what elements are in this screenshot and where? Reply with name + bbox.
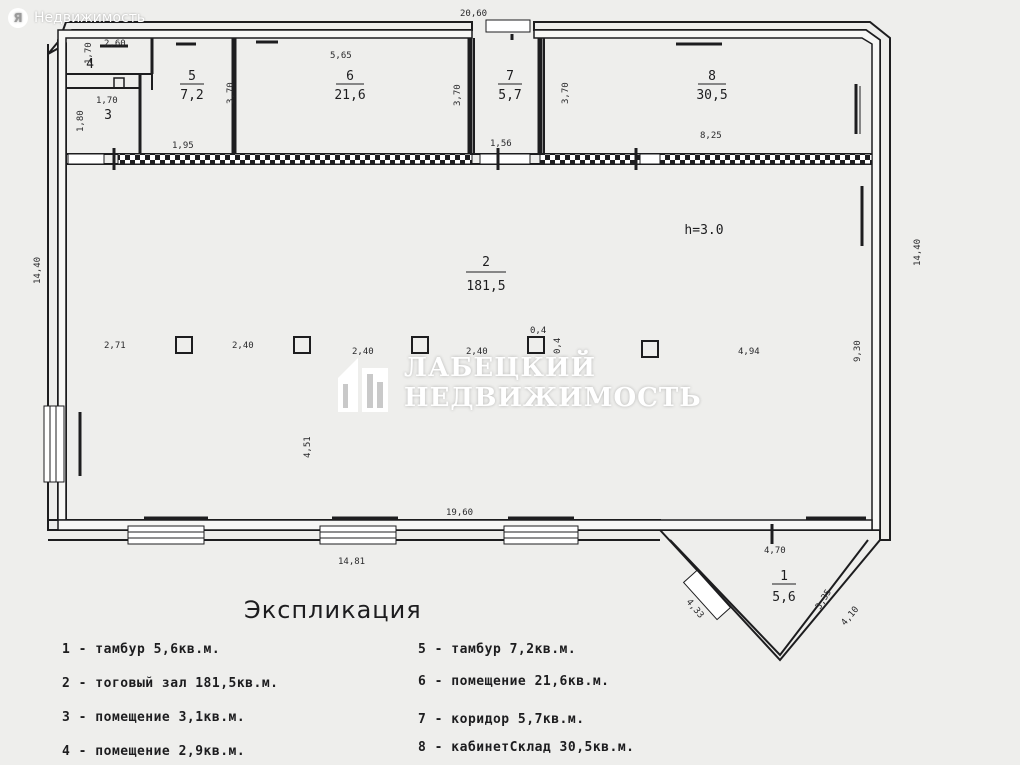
brand-watermark: ЛАБЕЦКИЙ НЕДВИЖИМОСТЬ (334, 352, 702, 414)
room-2-number: 2 (482, 255, 490, 270)
window-bottom-3 (503, 525, 579, 545)
dim-col-2: 2,40 (232, 341, 254, 351)
brand-line-1: ЛАБЕЦКИЙ (404, 353, 597, 383)
column-1 (175, 336, 193, 354)
legend-item-8: 8 - кабинетСклад 30,5кв.м. (418, 740, 635, 755)
fixture-icon (113, 77, 125, 89)
dim-r6-side: 3,70 (453, 84, 463, 106)
dim-col-5: 4,94 (738, 347, 760, 357)
dim-bottom-inner: 19,60 (446, 508, 473, 518)
room-2-area: 181,5 (466, 279, 505, 294)
room-1-area: 5,6 (772, 590, 795, 605)
dim-r7-side: 3,70 (561, 82, 571, 104)
dim-left-total: 14,40 (33, 257, 43, 284)
dim-col-1: 2,71 (104, 341, 126, 351)
legend-item-7: 7 - коридор 5,7кв.м. (418, 712, 585, 727)
building-logo-icon (338, 358, 388, 412)
column-3 (411, 336, 429, 354)
room-8-area: 30,5 (696, 88, 727, 103)
dim-vest-top: 4,70 (764, 546, 786, 556)
dim-right-total: 14,40 (913, 239, 923, 266)
legend-item-6: 6 - помещение 21,6кв.м. (418, 674, 610, 689)
room-7-area: 5,7 (498, 88, 521, 103)
column-2 (293, 336, 311, 354)
room-5-number: 5 (188, 69, 196, 84)
dim-col-3: 2,40 (352, 347, 374, 357)
room-8-number: 8 (708, 69, 716, 84)
legend-item-3: 3 - помещение 3,1кв.м. (62, 710, 246, 725)
dim-main-right: 9,30 (853, 340, 863, 362)
window-door-top (485, 19, 531, 33)
dim-col-4: 2,40 (466, 347, 488, 357)
room-4-number: 4 (86, 57, 94, 72)
dim-r5-bottom: 1,95 (172, 141, 194, 151)
service-watermark-label: Недвижимость (34, 10, 146, 26)
windows (43, 19, 732, 621)
dim-r7-bottom: 1,56 (490, 139, 512, 149)
room-5-area: 7,2 (180, 88, 203, 103)
hatched-walls (67, 153, 873, 165)
dim-r3-side: 1,80 (76, 110, 86, 132)
column-5 (641, 340, 659, 358)
room-6-area: 21,6 (334, 88, 365, 103)
wall-fills (57, 29, 881, 531)
dim-bottom-left: 14,81 (338, 557, 365, 567)
window-bottom-2 (319, 525, 397, 545)
dim-r6-top: 5,65 (330, 51, 352, 61)
dim-col-size-v: 0,4 (553, 338, 563, 354)
height-note: h=3.0 (684, 223, 723, 238)
room-3-number: 3 (104, 108, 112, 123)
dim-r5-side: 3,70 (226, 82, 236, 104)
dim-r4-top: 2,60 (104, 39, 126, 49)
dim-r8-bottom: 8,25 (700, 131, 722, 141)
ya-icon: Я (8, 8, 28, 28)
window-left (43, 405, 65, 483)
legend-item-4: 4 - помещение 2,9кв.м. (62, 744, 246, 759)
window-bottom-1 (127, 525, 205, 545)
brand-line-2: НЕДВИЖИМОСТЬ (404, 383, 702, 413)
service-watermark: Я Недвижимость (8, 8, 145, 28)
door-markers (78, 34, 866, 544)
room-7-number: 7 (506, 69, 514, 84)
dim-r3-top: 1,70 (96, 96, 118, 106)
legend-item-2: 2 - тоговый зал 181,5кв.м. (62, 676, 279, 691)
dim-r4-side: 1,70 (84, 42, 94, 64)
columns (175, 336, 659, 358)
column-4 (527, 336, 545, 354)
room-1-number: 1 (780, 569, 788, 584)
legend-item-1: 1 - тамбур 5,6кв.м. (62, 642, 221, 657)
legend-item-5: 5 - тамбур 7,2кв.м. (418, 642, 577, 657)
dim-vest-outer: 4,10 (840, 605, 862, 628)
window-vestibule (682, 569, 732, 621)
room-6-number: 6 (346, 69, 354, 84)
dim-col-size: 0,4 (530, 326, 546, 336)
dim-main-depth: 4,51 (303, 436, 313, 458)
legend-title: Экспликация (244, 596, 422, 624)
dim-top-total: 20,60 (460, 9, 487, 19)
